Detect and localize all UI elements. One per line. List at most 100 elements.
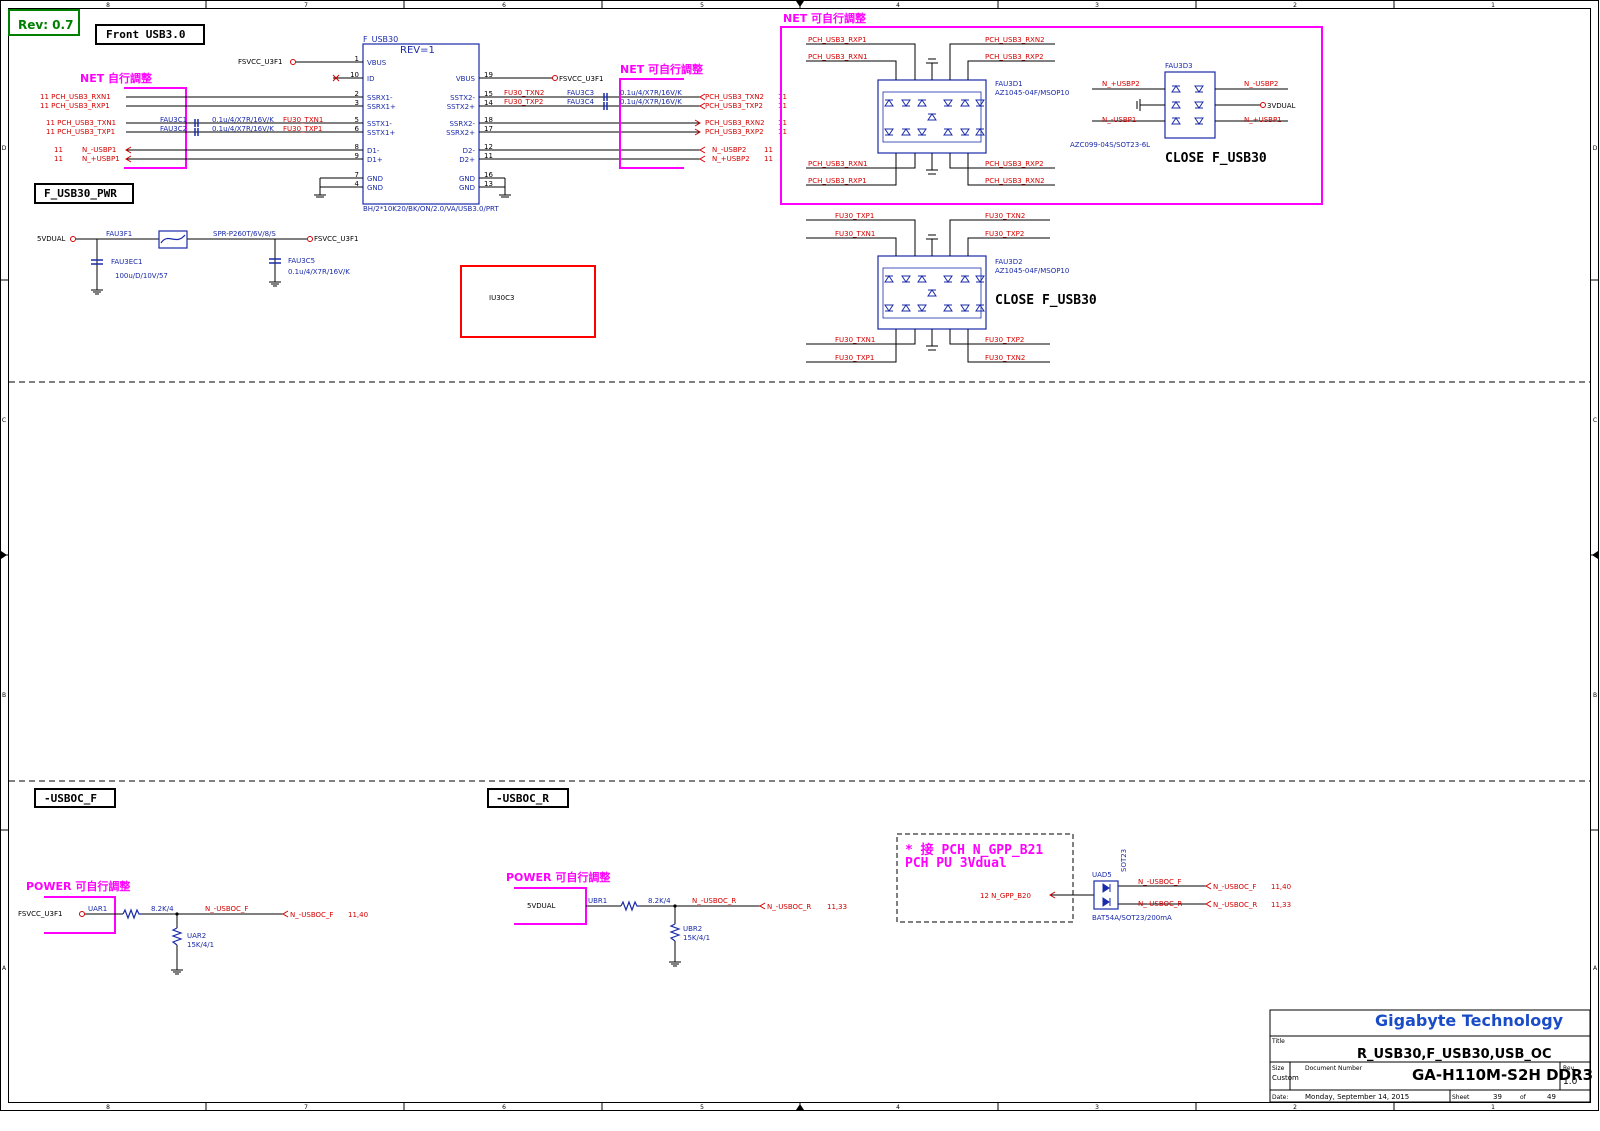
row-letter: D bbox=[2, 145, 7, 152]
usb-net-label: N_+USBP2 bbox=[712, 155, 750, 163]
rev-box bbox=[8, 9, 80, 36]
frame-arrows bbox=[1, 1, 1598, 1110]
usboc-f-title-box bbox=[34, 788, 116, 808]
polyfuse-icon bbox=[158, 230, 188, 249]
tvs-array-fau3d1 bbox=[877, 79, 987, 154]
cap-ref: FAU3C1 bbox=[160, 116, 187, 124]
net-label: FU30_TXN1 bbox=[835, 230, 875, 238]
resistor-ref: UAR1 bbox=[88, 905, 107, 913]
net-label: N_-USBOC_R bbox=[1213, 901, 1257, 909]
tvs-diode-glyphs bbox=[884, 85, 1204, 312]
pin-number: 3 bbox=[355, 99, 359, 107]
col-number: 4 bbox=[896, 2, 900, 9]
net-label: 11 PCH_USB3_RXN1 bbox=[40, 93, 111, 101]
vcc-label: 5VDUAL bbox=[527, 902, 556, 910]
tvs-array-fau3d3 bbox=[1164, 71, 1216, 139]
placeholder-label: IU30C3 bbox=[489, 294, 514, 302]
tvs-diode-icon bbox=[1171, 101, 1181, 109]
tvs-diode-icon bbox=[975, 128, 985, 136]
net-label: PCH_USB3_RXN2 bbox=[985, 177, 1045, 185]
tvs-array-fau3d2 bbox=[877, 255, 987, 330]
pin-name: GND bbox=[367, 184, 383, 192]
net-note: NET 自行調整 bbox=[80, 71, 152, 85]
part-value: AZ1045-04F/MSOP10 bbox=[995, 267, 1069, 275]
net-label: FU30_TXP1 bbox=[283, 125, 322, 133]
vcc-label: FSVCC_U3F1 bbox=[314, 235, 358, 243]
pwr-wires bbox=[76, 238, 307, 295]
schottky-diode-icon bbox=[1102, 883, 1111, 907]
polyfuse-curve bbox=[160, 234, 186, 244]
net-label: PCH_USB3_TXP2 bbox=[705, 102, 763, 110]
dual-schottky-diode bbox=[1093, 880, 1119, 910]
pin-name: GND bbox=[459, 184, 475, 192]
page-ref: 11,40 bbox=[1271, 883, 1291, 891]
resistor-value: 8.2K/4 bbox=[648, 897, 671, 905]
net-label: FU30_TXN2 bbox=[985, 212, 1025, 220]
net-arrow-icons bbox=[694, 93, 706, 163]
row-letter: A bbox=[2, 965, 7, 972]
tvs-diode-icon bbox=[1171, 85, 1181, 93]
resistor-icon bbox=[171, 927, 183, 946]
pin-name: SSTX1+ bbox=[367, 129, 395, 137]
col-number: 1 bbox=[1491, 1104, 1495, 1111]
pin-number: 11 bbox=[484, 152, 493, 160]
tvs-diode-icon bbox=[975, 304, 985, 312]
net-note-bracket bbox=[124, 87, 187, 169]
rev-label: Rev: 0.7 bbox=[18, 18, 73, 32]
pin-number: 17 bbox=[484, 125, 493, 133]
placeholder-box bbox=[460, 265, 596, 338]
net-note: NET 可自行調整 bbox=[620, 62, 703, 76]
net-label: FU30_TXN1 bbox=[835, 336, 875, 344]
pin-name: D1+ bbox=[367, 156, 383, 164]
company-name: Gigabyte Technology bbox=[1375, 1011, 1564, 1030]
front-usb-title-box bbox=[95, 24, 205, 45]
net-arrow-icons bbox=[1049, 882, 1212, 908]
col-number: 3 bbox=[1095, 2, 1099, 9]
pin-number: 2 bbox=[355, 90, 359, 98]
pin-name: ID bbox=[367, 75, 374, 83]
net-label: N_-USBOC_R bbox=[692, 897, 736, 905]
esd-top-wires bbox=[806, 43, 1055, 186]
tvs-diode-icon bbox=[960, 304, 970, 312]
cap-value: 0.1u/4/X7R/16V/K bbox=[620, 89, 682, 97]
sheet-total: 49 bbox=[1547, 1093, 1556, 1101]
tvs-diode-icon bbox=[975, 99, 985, 107]
part-value: AZC099-04S/SOT23-6L bbox=[1070, 141, 1150, 149]
cap-ref: FAU3C3 bbox=[567, 89, 594, 97]
part-ref: FAU3D1 bbox=[995, 80, 1023, 88]
net-label: PCH_USB3_RXP1 bbox=[808, 36, 867, 44]
usb-net-label: N_-USBP2 bbox=[712, 146, 746, 154]
col-number: 8 bbox=[106, 1104, 110, 1111]
tvs-diode-icon bbox=[943, 275, 953, 283]
pin-number: 7 bbox=[355, 171, 359, 179]
pin-name: D2+ bbox=[459, 156, 475, 164]
pin-name: SSTX1- bbox=[367, 120, 392, 128]
col-number: 6 bbox=[502, 1104, 506, 1111]
net-label: PCH_USB3_RXP2 bbox=[705, 128, 764, 136]
col-number: 7 bbox=[304, 1104, 308, 1111]
pin-name: GND bbox=[459, 175, 475, 183]
net-port-circle bbox=[1260, 102, 1266, 108]
usb-net-label: N_+USBP1 bbox=[82, 155, 120, 163]
net-label: FU30_TXP1 bbox=[835, 354, 874, 362]
tvs-diode-icon bbox=[901, 99, 911, 107]
pin-number: 15 bbox=[484, 90, 493, 98]
net-label: FU30_TXP2 bbox=[985, 336, 1024, 344]
net-label: FU30_TXN2 bbox=[985, 354, 1025, 362]
col-number: 1 bbox=[1491, 2, 1495, 9]
net-label: PCH_USB3_RXP2 bbox=[985, 53, 1044, 61]
sheet-number: 39 bbox=[1493, 1093, 1502, 1101]
net-label: FU30_TXP1 bbox=[835, 212, 874, 220]
tvs-diode-icon bbox=[917, 275, 927, 283]
pin-number: 18 bbox=[484, 116, 493, 124]
col-number: 2 bbox=[1293, 2, 1297, 9]
net-port-circle bbox=[70, 236, 76, 242]
net-label: N_-USBOC_R bbox=[1138, 900, 1182, 908]
tvs-diode-icon bbox=[1171, 117, 1181, 125]
net-label: N_-USBOC_R bbox=[767, 903, 811, 911]
tvs-diode-icon bbox=[960, 275, 970, 283]
tvs-diode-icon bbox=[884, 304, 894, 312]
usboc-r-title-box bbox=[487, 788, 569, 808]
